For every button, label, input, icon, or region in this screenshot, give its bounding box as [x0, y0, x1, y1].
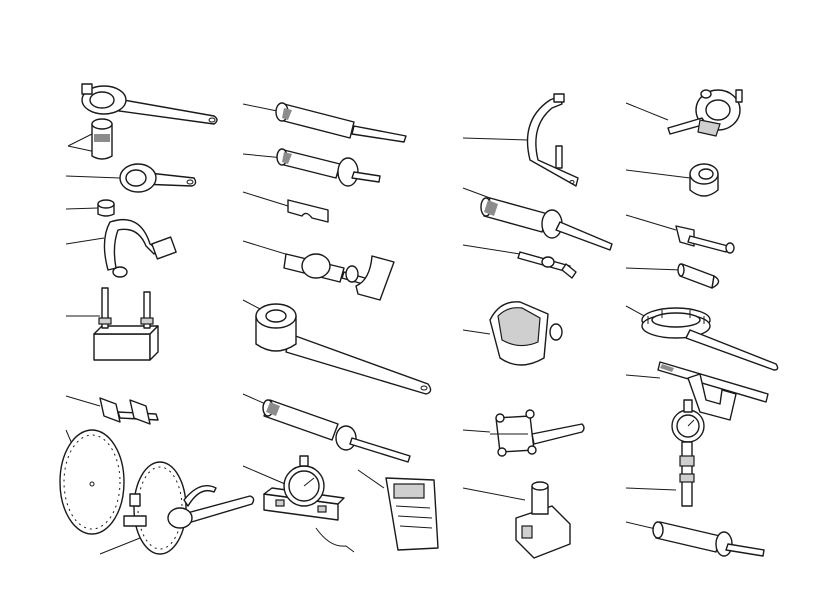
- socket-insert: [91, 118, 113, 160]
- thin-rod: [517, 251, 577, 279]
- long-drift: [275, 102, 407, 143]
- degree-wheel-with-bracket: [123, 461, 255, 555]
- ring-holder-wrench: [119, 163, 197, 193]
- ring-bushing: [689, 163, 719, 197]
- t-handle-puller: [283, 253, 395, 301]
- small-nut: [97, 199, 115, 217]
- plug-adapter: [677, 263, 720, 289]
- notched-ring-spanner: [641, 307, 779, 371]
- c-clamp: [526, 93, 579, 187]
- dial-gauge-on-bar: [263, 455, 355, 553]
- long-installer: [480, 197, 613, 251]
- dial-indicator-on-stem: [671, 399, 705, 507]
- digital-meter: [385, 477, 439, 551]
- double-pin-plate: [99, 397, 159, 425]
- ring-spanner-with-socket: [81, 83, 218, 125]
- stepped-drift: [276, 148, 381, 187]
- socket-spanner: [255, 303, 432, 395]
- handle-drift: [652, 521, 765, 557]
- bar-with-bridge: [657, 361, 769, 421]
- four-bolt-flange-bar: [490, 409, 585, 457]
- base-block-with-post: [515, 481, 571, 559]
- leader-lines: [65, 102, 691, 555]
- two-stud-bracket: [93, 287, 159, 361]
- hook-crank: [103, 218, 177, 278]
- u-plate: [287, 199, 329, 223]
- degree-wheel: [59, 429, 125, 535]
- gauge-housing: [489, 301, 563, 366]
- bracket-pin: [675, 225, 735, 254]
- installer-drift: [262, 399, 411, 463]
- spring-compressor: [667, 89, 743, 137]
